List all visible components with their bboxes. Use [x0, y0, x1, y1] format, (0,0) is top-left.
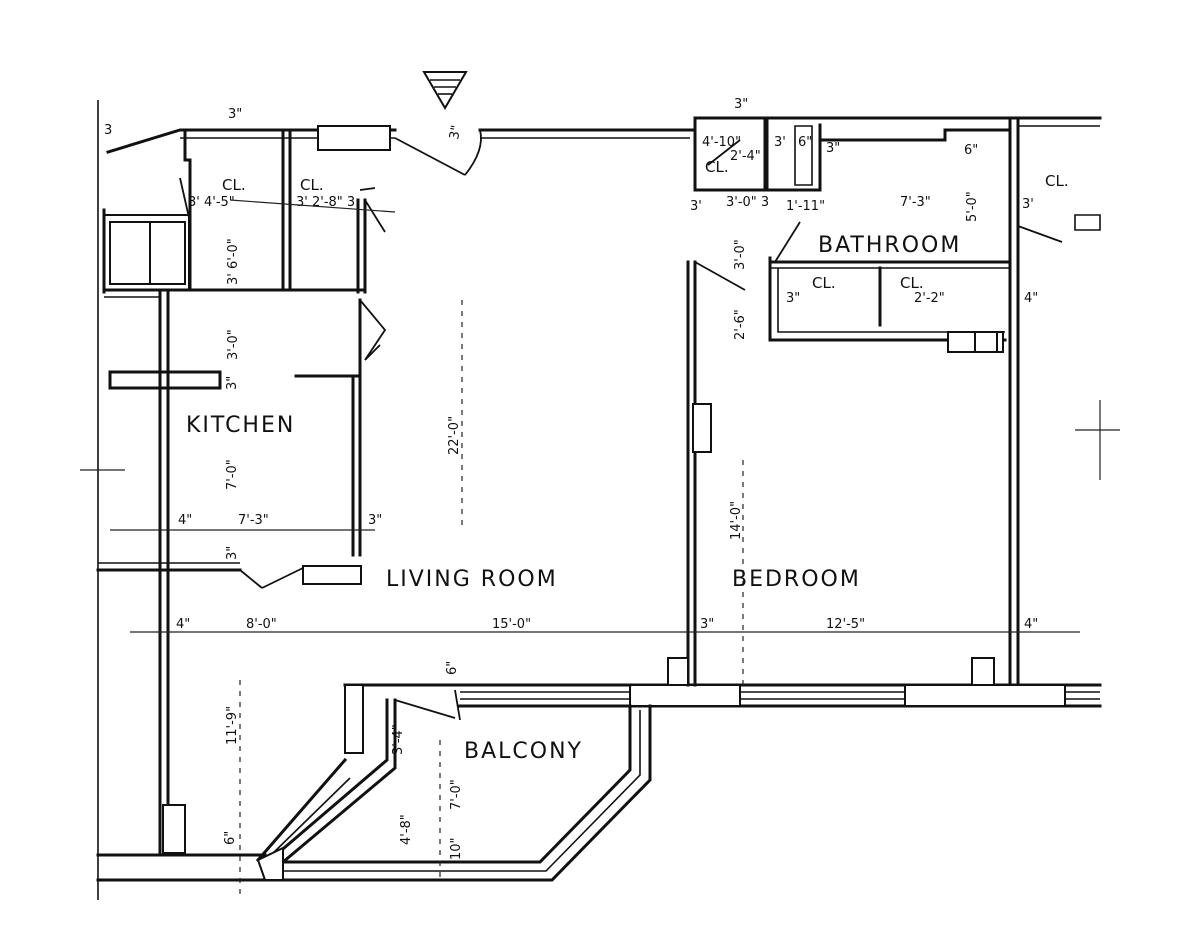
- dim-8-0: 8'-0": [246, 617, 277, 632]
- dim-kitchen-3: 3": [225, 376, 240, 390]
- dim-closet1-depth: 3' 6'-0": [226, 238, 241, 285]
- closet-label-3: CL.: [812, 274, 836, 292]
- dim-3-0-3: 3'-0" 3: [726, 195, 769, 210]
- kitchen-label: KITCHEN: [186, 413, 295, 438]
- dim-bedroom-depth: 14'-0": [729, 501, 744, 540]
- dim-bed-closet-3: 3": [786, 291, 800, 306]
- dim-4-bedroom-upper: 4": [1024, 291, 1038, 306]
- dim-bath-3: 3": [826, 141, 840, 156]
- closet-label-6: CL.: [705, 158, 729, 176]
- dim-1-11: 1'-11": [786, 199, 825, 214]
- dim-hall-3: 3': [690, 199, 702, 214]
- kitchen-walls: [96, 298, 387, 589]
- dim-3-bedroom: 3": [700, 617, 714, 632]
- dim-bath-6: 6": [964, 143, 978, 158]
- balcony-walls: [255, 683, 652, 882]
- dim-2-6: 2'-6": [733, 309, 748, 340]
- bathroom-label: BATHROOM: [818, 233, 961, 258]
- column-bottom-left: [162, 804, 186, 854]
- dim-small-closet2: 2'-4": [730, 149, 761, 164]
- dim-living-width: 15'-0": [492, 617, 531, 632]
- dim-3-kitchen-right: 3": [368, 513, 382, 528]
- dim-3-right-closet: 3': [1022, 197, 1034, 212]
- dim-4-kitchen: 4": [178, 513, 192, 528]
- dim-balcony-depth: 7'-0": [449, 779, 464, 810]
- closet-label-1: CL.: [222, 176, 246, 194]
- closets-top-left: [102, 125, 391, 298]
- dim-balcony-4-8: 4'-8": [399, 814, 414, 845]
- dim-11-9: 11'-9": [225, 706, 240, 745]
- dim-3-0-hall: 3'-0": [733, 239, 748, 270]
- dim-left-6: 6": [223, 831, 238, 845]
- north-arrow-icon: [422, 71, 468, 110]
- dim-small-closet: 4'-10": [702, 135, 741, 150]
- dimension-lines: [80, 199, 1120, 900]
- dim-closet2-width: 3' 2'-8" 3: [296, 195, 355, 210]
- dim-kitchen-3-0: 3'-0": [226, 329, 241, 360]
- dim-bedroom-width: 12'-5": [826, 617, 865, 632]
- dim-small-6: 6": [798, 135, 812, 150]
- bedroom-label: BEDROOM: [732, 567, 861, 592]
- bedroom-walls: [667, 260, 995, 687]
- dim-small-3: 3': [774, 135, 786, 150]
- dim-bed-closet2: 2'-2": [914, 291, 945, 306]
- entry-door: [394, 129, 482, 176]
- dim-4-left: 4": [176, 617, 190, 632]
- closet-label-5: CL.: [1045, 172, 1069, 190]
- closet-label-4: CL.: [900, 274, 924, 292]
- dim-3-top-left: 3": [228, 107, 242, 122]
- dim-bath-depth: 5'-0": [965, 191, 980, 222]
- bathroom-walls: [693, 116, 1012, 353]
- right-closet: [1017, 214, 1101, 243]
- dim-left-top-3: 3: [104, 123, 112, 138]
- dim-kitchen-depth: 7'-0": [225, 459, 240, 490]
- balcony-label: BALCONY: [464, 739, 583, 764]
- dim-living-depth: 22'-0": [447, 416, 462, 455]
- dim-balcony-3-4: 3'-4": [391, 724, 406, 755]
- closet-label-2: CL.: [300, 176, 324, 194]
- dim-3-top-bath: 3": [734, 97, 748, 112]
- living-room-label: LIVING ROOM: [386, 567, 558, 592]
- dim-closet1-width: 3' 4'-5": [188, 195, 235, 210]
- dim-4-bedroom-right: 4": [1024, 617, 1038, 632]
- dim-3-entry: 3": [447, 124, 464, 141]
- dim-3-kitchen-bottom: 3": [225, 546, 240, 560]
- dim-balcony-10: 10": [449, 837, 464, 860]
- exterior-walls: [96, 100, 1102, 900]
- dim-bath-width: 7'-3": [900, 195, 931, 210]
- dim-kitchen-width: 7'-3": [238, 513, 269, 528]
- dim-balcony-6: 6": [445, 661, 460, 675]
